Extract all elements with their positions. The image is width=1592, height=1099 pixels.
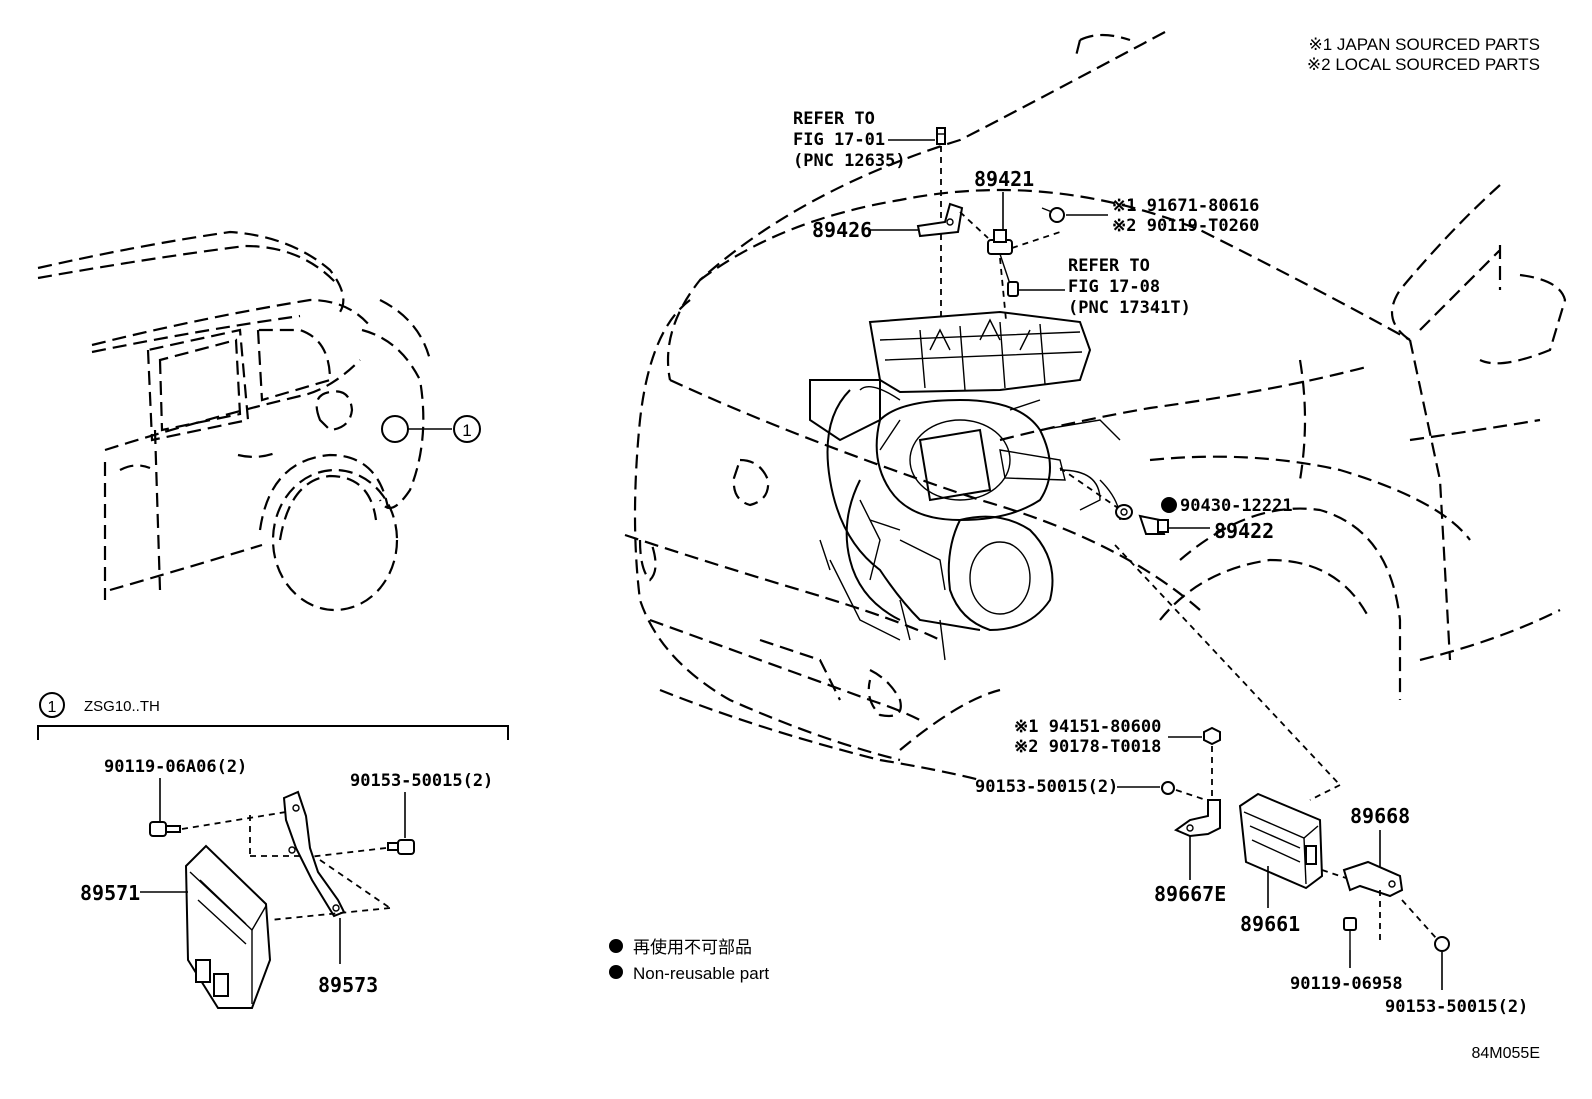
- ref2-line1: REFER TO: [1068, 256, 1150, 276]
- callout-number: 1: [462, 421, 471, 440]
- ref2-line2: FIG 17-08: [1068, 277, 1160, 297]
- ref1-line1: REFER TO: [793, 109, 875, 129]
- part-90178-t0018: ※2 90178-T0018: [1014, 737, 1161, 757]
- bolt-icon: [936, 127, 946, 145]
- note-local-sourced: ※2 LOCAL SOURCED PARTS: [1307, 55, 1540, 74]
- bolt-90153-left-icon: [387, 839, 415, 855]
- rear-vehicle-illustration: 1: [37, 230, 481, 612]
- part-89571: 89571: [80, 881, 140, 905]
- washer-icon: [1115, 504, 1133, 520]
- ref2-line3: (PNC 17341T): [1068, 298, 1191, 318]
- legend-en: Non-reusable part: [633, 964, 769, 983]
- bracket-89426-icon: [916, 202, 964, 238]
- part-89667e: 89667E: [1154, 882, 1226, 906]
- part-90119-06a06: 90119-06A06(2): [104, 757, 247, 777]
- sensor-89422-icon: [1138, 514, 1169, 535]
- part-94151-80600: ※1 94151-80600: [1014, 717, 1161, 737]
- part-90153-50015-bottom: 90153-50015(2): [1385, 997, 1528, 1017]
- bolt-91671-icon: [1041, 207, 1065, 223]
- bracket-89573-icon: [282, 790, 346, 918]
- part-90153-50015-left: 90153-50015(2): [350, 771, 493, 791]
- callout-circle-1: [453, 415, 481, 443]
- variant-callout-circle: [39, 692, 65, 718]
- note-japan-sourced: ※1 JAPAN SOURCED PARTS: [1308, 35, 1540, 54]
- ecu-89661-icon: [1238, 792, 1324, 890]
- non-reusable-dot-icon: [1161, 497, 1177, 513]
- bracket-89667e-icon: [1173, 799, 1221, 838]
- part-90430-12221: 90430-12221: [1180, 496, 1293, 516]
- engine-assembly: [809, 310, 1121, 661]
- nut-94151-icon: [1203, 726, 1221, 746]
- legend-dot-en-icon: [609, 965, 623, 979]
- bolt-90119-06958-icon: [1343, 917, 1357, 950]
- legend-dot-jp-icon: [609, 939, 623, 953]
- part-89668: 89668: [1350, 804, 1410, 828]
- legend-jp: 再使用不可部品: [633, 937, 752, 957]
- part-90153-50015-mid: 90153-50015(2): [975, 777, 1118, 797]
- part-91671-80616: ※1 91671-80616: [1112, 196, 1259, 216]
- variant-code: ZSG10..TH: [84, 698, 160, 715]
- part-89422: 89422: [1214, 519, 1274, 543]
- bracket-89668-icon: [1342, 860, 1404, 898]
- part-89573: 89573: [318, 973, 378, 997]
- sensor-89421-icon: [987, 229, 1019, 297]
- ecu-89571-icon: [184, 844, 272, 1009]
- fuel-door-location-marker: [381, 415, 409, 443]
- ref1-line2: FIG 17-01: [793, 130, 885, 150]
- front-vehicle-illustration: [624, 31, 1567, 782]
- variant-bracket: [37, 725, 509, 740]
- part-89421: 89421: [974, 167, 1034, 191]
- bolt-90153-mid-icon: [1161, 781, 1175, 795]
- ref1-line3: (PNC 12635): [793, 151, 906, 171]
- part-89661: 89661: [1240, 912, 1300, 936]
- variant-callout-number: 1: [48, 699, 57, 716]
- part-89426: 89426: [812, 218, 872, 242]
- bolt-90119-06a06-icon: [149, 821, 181, 837]
- part-90119-t0260: ※2 90119-T0260: [1112, 216, 1259, 236]
- bolt-90153-bottom-icon: [1434, 936, 1450, 952]
- figure-code: 84M055E: [1472, 1045, 1541, 1062]
- part-90119-06958: 90119-06958: [1290, 974, 1403, 994]
